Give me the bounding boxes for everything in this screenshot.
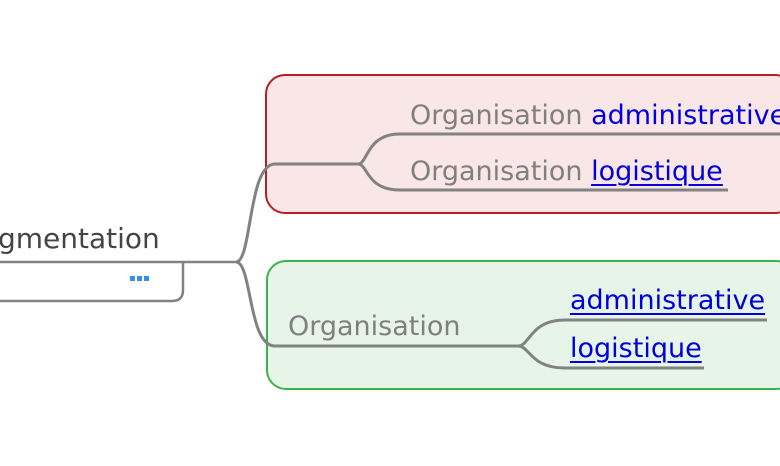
topic-link-logistique[interactable]: logistique: [591, 156, 723, 187]
connector-green-child-1: [517, 318, 767, 348]
root-topic-label[interactable]: gmentation: [0, 222, 160, 255]
connector-red-child-2: [357, 162, 728, 192]
root-node-outline: [0, 260, 236, 303]
topic-link-logistique[interactable]: logistique: [570, 333, 702, 364]
topic-organisation-administrative[interactable]: Organisation administrative: [410, 100, 780, 132]
connector-green-child-2: [517, 344, 704, 370]
ellipsis-icon[interactable]: [130, 276, 149, 284]
topic-organisation-logistique[interactable]: Organisation logistique: [410, 156, 723, 188]
dot: [130, 276, 135, 281]
dot: [137, 276, 142, 281]
topic-organisation[interactable]: Organisation: [288, 311, 461, 342]
connector-root-to-green-group: [235, 260, 520, 348]
topic-link-administrative[interactable]: administrative: [570, 285, 766, 316]
topic-link-administrative[interactable]: administrative: [591, 100, 780, 131]
topic-prefix: Organisation: [410, 156, 583, 187]
topic-prefix: Organisation: [410, 100, 583, 131]
connector-root-to-red-group: [235, 162, 360, 264]
connector-red-child-1: [357, 132, 780, 166]
dot: [144, 276, 149, 281]
